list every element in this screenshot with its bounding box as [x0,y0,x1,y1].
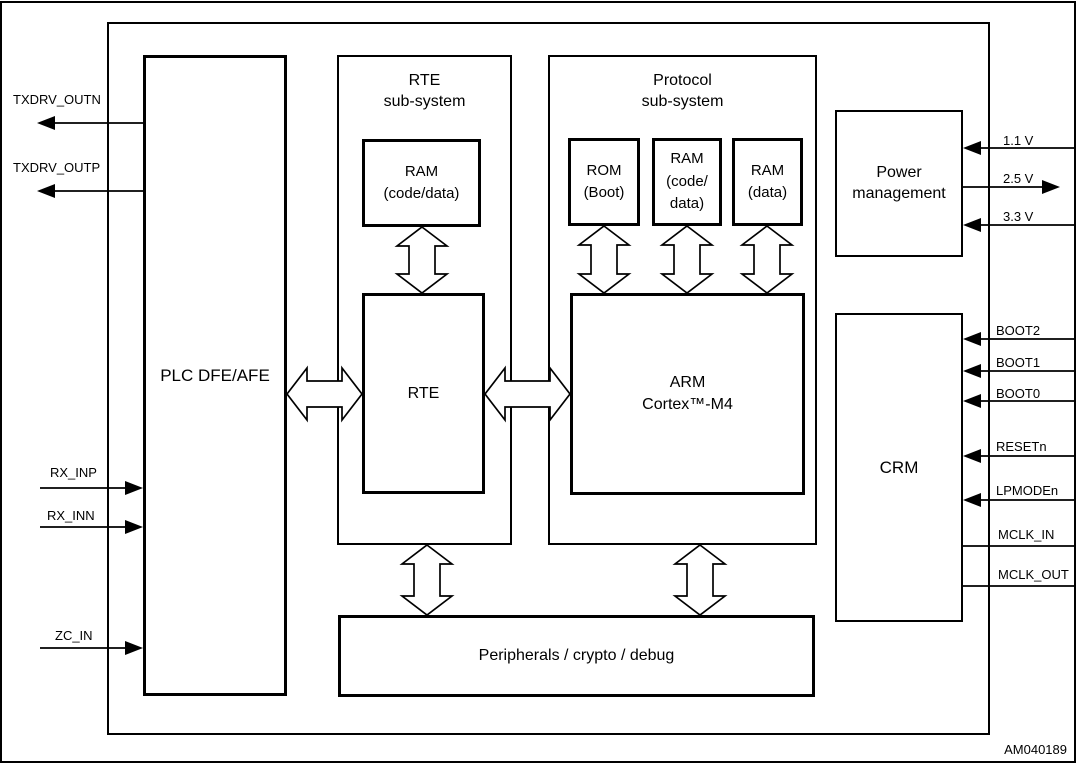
arm-cortex-m4-label: ARM Cortex™-M4 [642,373,733,413]
ram-data-label: RAM (data) [747,161,788,202]
rom-boot-label: ROM (Boot) [583,161,625,202]
ram-code-data-block: RAM (code/ data) [652,138,722,226]
protocol-subsystem-label: Protocol sub-system [641,72,724,110]
signal-label-txdrv-outp: TXDRV_OUTP [13,160,101,175]
ram-code-data-rte-block: RAM (code/data) [362,139,481,227]
power-management-block: Power management [835,110,963,257]
peripherals-crypto-debug-label: Peripherals / crypto / debug [478,647,675,664]
signal-label-mclk-in: MCLK_IN [998,527,1055,542]
crm-block: CRM [835,313,963,622]
signal-label-3v3: 3.3 V [1003,209,1034,224]
signal-label-boot0: BOOT0 [996,386,1041,401]
ram-data-block: RAM (data) [732,138,803,226]
figure-code: AM040189 [1004,742,1067,757]
rte-subsystem-label: RTE sub-system [383,72,466,110]
rte-label: RTE [407,384,440,402]
signal-label-boot1: BOOT1 [996,355,1041,370]
rom-boot-block: ROM (Boot) [568,138,640,226]
peripherals-crypto-debug-block: Peripherals / crypto / debug [338,615,815,697]
signal-label-2v5: 2.5 V [1003,171,1034,186]
signal-label-resetn: RESETn [996,439,1047,454]
plc-dfe-afe-block: PLC DFE/AFE [143,55,287,696]
signal-label-boot2: BOOT2 [996,323,1041,338]
ram-code-data-rte-label: RAM (code/data) [383,162,460,203]
ram-code-data-label: RAM (code/ data) [666,150,708,213]
signal-label-zc-in: ZC_IN [55,628,93,643]
signal-label-txdrv-outn: TXDRV_OUTN [13,92,101,107]
plc-dfe-afe-label: PLC DFE/AFE [160,365,270,385]
signal-label-lpmoden: LPMODEn [996,483,1059,498]
signal-label-mclk-out: MCLK_OUT [998,567,1069,582]
signal-label-rx-inp: RX_INP [50,465,97,480]
crm-label: CRM [879,457,919,477]
signal-label-1v1: 1.1 V [1003,133,1034,148]
power-management-label: Power management [852,163,946,202]
rte-block: RTE [362,293,485,494]
arm-cortex-m4-block: ARM Cortex™-M4 [570,293,805,495]
signal-label-rx-inn: RX_INN [47,508,95,523]
